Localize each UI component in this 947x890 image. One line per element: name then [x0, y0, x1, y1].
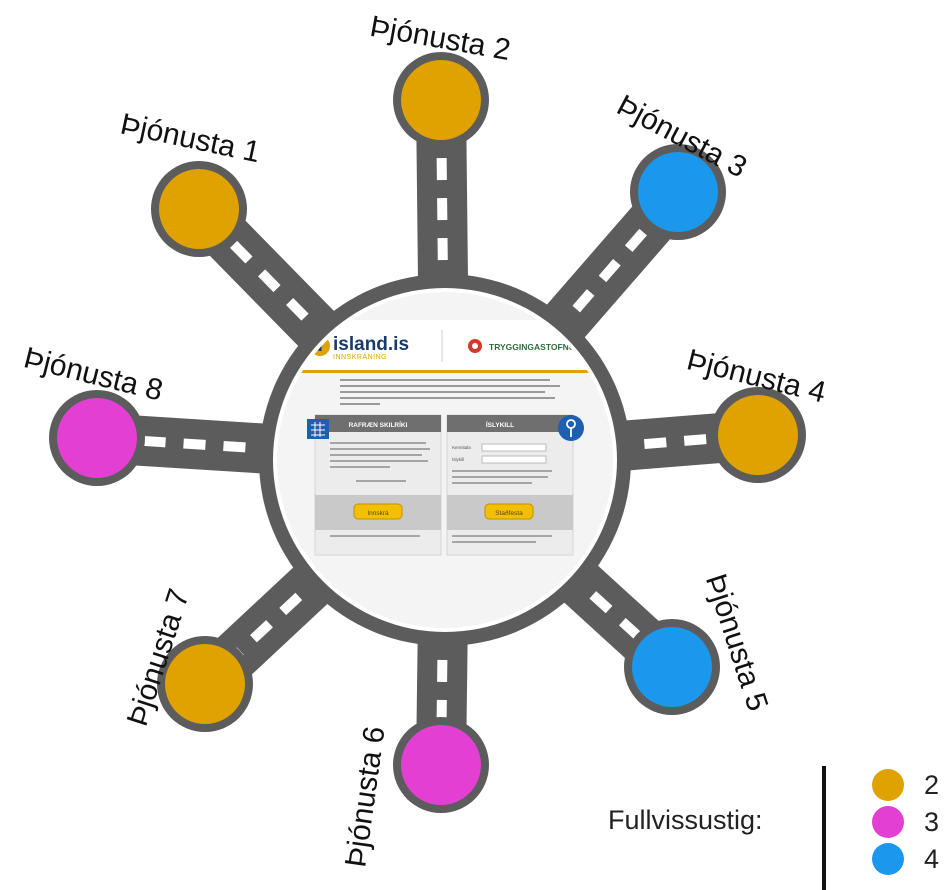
legend-label: 2: [924, 769, 940, 800]
islykill-label: Íslykill: [452, 456, 464, 462]
service-node-6: [401, 725, 481, 805]
service-node-7: [165, 644, 245, 724]
legend-item-2: 2: [872, 767, 939, 803]
service-node-1: [159, 169, 239, 249]
service-node-2: [401, 60, 481, 140]
island-logo-text: island.is: [333, 334, 409, 355]
service-label-6: Þjónusta 6: [339, 724, 391, 869]
service-node-8: [57, 398, 137, 478]
innskraning-text: INNSKRÁNING: [333, 352, 387, 361]
legend-label: 4: [924, 843, 940, 874]
service-node-5: [632, 627, 712, 707]
legend-dot: [872, 769, 904, 801]
phone-card-icon: [307, 419, 329, 439]
legend-label: 3: [924, 806, 940, 837]
kennitala-label: Kennitala: [452, 445, 471, 450]
islykill-field: [481, 455, 547, 464]
panel-right-title: ÍSLYKILL: [486, 420, 514, 429]
legend-item-3: 3: [872, 804, 939, 840]
login-button-right: Staðfesta: [495, 509, 523, 517]
legend-title: Fullvissustig:: [608, 805, 763, 835]
legend-dot: [872, 806, 904, 838]
kennitala-field: [481, 443, 547, 452]
login-screenshot: island.is INNSKRÁNING TRYGGINGASTOFNUN R…: [277, 292, 613, 628]
service-nodes: [49, 52, 806, 813]
service-node-4: [718, 395, 798, 475]
service-node-3: [638, 152, 718, 232]
legend-divider: [822, 766, 826, 890]
legend-item-4: 4: [872, 841, 939, 877]
tr-logo-text: TRYGGINGASTOFNUN: [489, 342, 581, 352]
login-button-left: Innskrá: [367, 510, 389, 517]
legend-dot: [872, 843, 904, 875]
service-label-1: Þjónusta 1: [118, 108, 264, 170]
panel-left-title: RAFRÆN SKILRÍKI: [349, 420, 408, 429]
